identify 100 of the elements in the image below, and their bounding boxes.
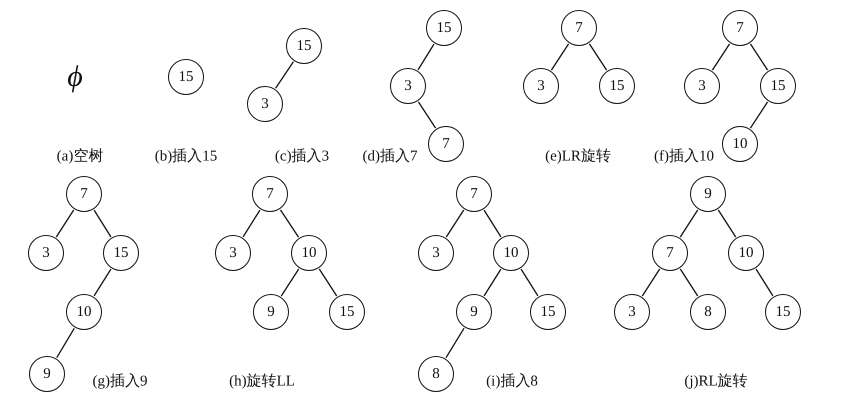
tree-node-circle — [253, 294, 289, 330]
tree-edge — [94, 268, 112, 296]
tree-node-circle — [599, 68, 635, 104]
tree-node-circle — [760, 68, 796, 104]
tree-edge — [718, 210, 736, 238]
tree-edge — [680, 268, 698, 296]
node-value: 9 — [470, 304, 478, 320]
tree-node-circle — [690, 176, 726, 212]
tree-node-circle — [426, 10, 462, 46]
tree-node-circle — [247, 86, 283, 122]
node-value: 3 — [261, 96, 269, 112]
tree-node-circle — [29, 356, 65, 392]
tree-node-circle — [428, 126, 464, 162]
node-value: 10 — [76, 304, 92, 320]
tree-edge — [242, 210, 260, 238]
node-value: 3 — [42, 244, 50, 262]
node-value: 15 — [770, 78, 786, 94]
tree-node-circle — [103, 235, 139, 271]
subfigure-caption: (c)插入3 — [274, 147, 330, 166]
tree-node-circle — [168, 59, 204, 95]
node-value: 15 — [114, 244, 128, 262]
tree-node-circle — [418, 235, 454, 271]
tree-node-circle — [66, 176, 102, 212]
tree-node-circle — [28, 235, 64, 271]
tree-edge — [280, 268, 300, 296]
tree-node-circle — [765, 294, 801, 330]
tree-edge — [484, 268, 502, 296]
tree-edge — [680, 210, 698, 238]
tree-edge — [446, 210, 464, 238]
tree-node-circle — [728, 235, 764, 271]
tree-node-circle — [66, 294, 102, 330]
subfigure-caption: (a)空树 — [56, 147, 104, 166]
tree-edge — [445, 328, 465, 358]
node-value: 7 — [442, 136, 450, 152]
node-value: 7 — [666, 244, 674, 262]
tree-node-circle — [329, 294, 365, 330]
tree-edge — [756, 268, 774, 296]
tree-edge — [56, 328, 75, 358]
node-value: 7 — [736, 20, 744, 36]
node-value: 7 — [80, 186, 88, 202]
tree-edge — [318, 268, 338, 296]
tree-edge — [712, 44, 730, 70]
node-value: 15 — [178, 68, 194, 86]
tree-edge — [56, 210, 74, 238]
tree-edge — [418, 102, 436, 128]
node-value: 8 — [432, 366, 440, 382]
tree-node-circle — [561, 10, 597, 46]
tree-edge — [642, 268, 660, 296]
node-value: 7 — [575, 20, 583, 36]
tree-edge — [280, 210, 300, 238]
tree-node-circle — [456, 176, 492, 212]
node-value: 15 — [610, 78, 624, 94]
tree-node-circle — [690, 294, 726, 330]
node-value: 3 — [404, 78, 412, 94]
node-value: 9 — [704, 186, 712, 202]
subfigure-caption: (b)插入15 — [154, 147, 218, 166]
node-value: 3 — [698, 78, 706, 94]
empty-set-symbol: ϕ — [67, 60, 83, 94]
node-value: 7 — [470, 186, 478, 202]
tree-node-circle — [291, 235, 327, 271]
subfigure-caption: (e)LR旋转 — [545, 147, 611, 166]
tree-edge — [588, 44, 608, 70]
node-value: 15 — [340, 304, 354, 320]
tree-edge — [750, 44, 768, 70]
node-value: 10 — [732, 136, 748, 152]
tree-node-circle — [652, 235, 688, 271]
node-value: 3 — [229, 244, 237, 262]
node-value: 9 — [267, 304, 275, 320]
tree-edge — [417, 44, 435, 70]
tree-node-circle — [286, 28, 322, 64]
subfigure-caption: (j)RL旋转 — [684, 372, 748, 390]
node-value: 8 — [704, 304, 712, 320]
subfigure-caption: (h)旋转LL — [229, 372, 295, 390]
tree-edge — [94, 210, 112, 238]
tree-node-circle — [215, 235, 251, 271]
subfigure-caption: (g)插入9 — [92, 372, 148, 390]
node-value: 15 — [296, 38, 312, 54]
tree-node-circle — [456, 294, 492, 330]
tree-node-circle — [390, 68, 426, 104]
node-value: 15 — [436, 20, 452, 36]
tree-edge — [484, 210, 502, 238]
tree-node-circle — [614, 294, 650, 330]
tree-edge — [520, 268, 538, 296]
tree-node-circle — [722, 126, 758, 162]
tree-edge — [275, 61, 294, 89]
node-value: 3 — [628, 304, 636, 320]
tree-node-circle — [523, 68, 559, 104]
node-value: 15 — [540, 304, 556, 320]
node-value: 15 — [776, 304, 790, 320]
tree-node-circle — [252, 176, 288, 212]
node-value: 3 — [537, 78, 545, 94]
tree-node-circle — [684, 68, 720, 104]
tree-node-circle — [722, 10, 758, 46]
node-value: 7 — [266, 186, 274, 202]
subfigure-caption: (d)插入7 — [362, 147, 418, 166]
subfigure-caption: (i)插入8 — [486, 372, 538, 390]
node-value: 9 — [43, 366, 51, 382]
tree-node-circle — [418, 356, 454, 392]
tree-node-circle — [530, 294, 566, 330]
tree-node-circle — [493, 235, 529, 271]
